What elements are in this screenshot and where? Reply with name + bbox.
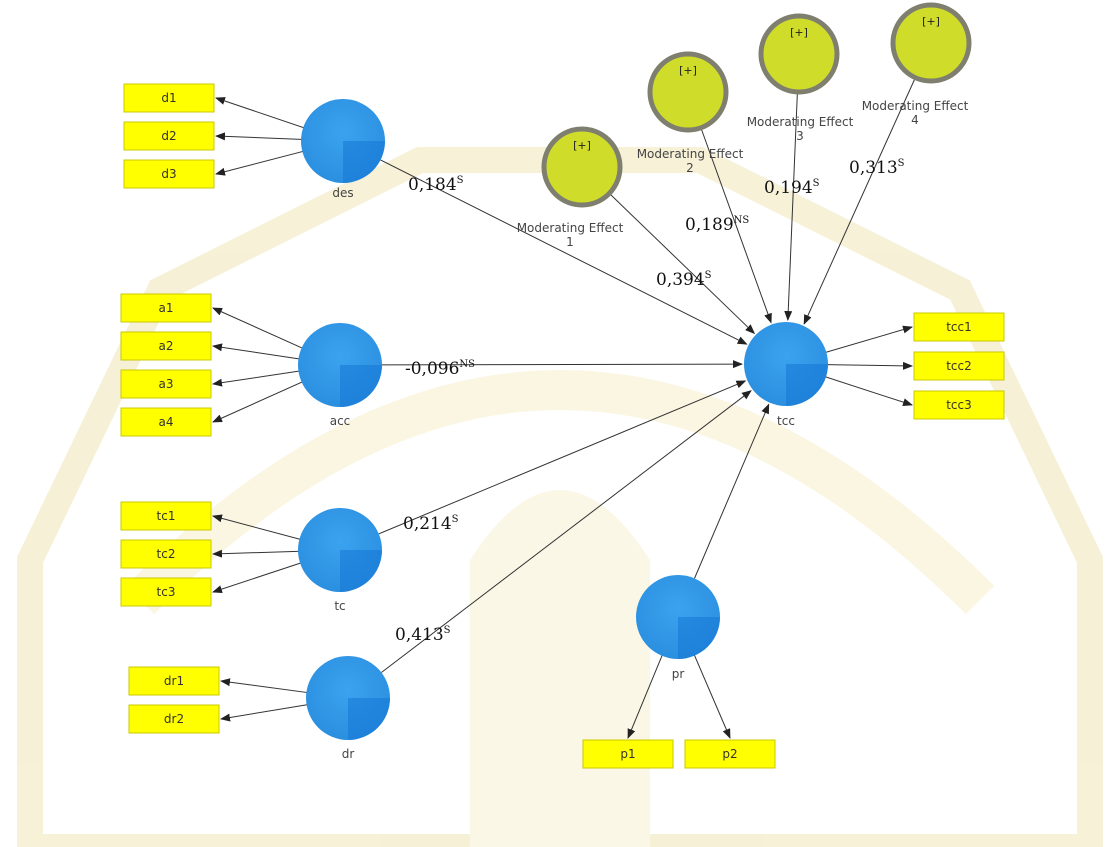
indicator-box-tc2[interactable]: tc2 [120,539,212,569]
indicator-box-d1[interactable]: d1 [123,83,215,113]
indicator-box-a4[interactable]: a4 [120,407,212,437]
indicator-box-a1[interactable]: a1 [120,293,212,323]
indicator-label: p1 [620,747,635,761]
significance-mark-me4: S [898,158,905,169]
moderator-number-me1: 1 [566,235,574,249]
indicator-box-a2[interactable]: a2 [120,331,212,361]
construct-node-acc[interactable] [298,323,382,407]
significance-mark-tc: S [452,514,459,525]
construct-node-pr[interactable] [636,575,720,659]
indicator-label: tcc1 [946,320,972,334]
model-nodes: [+][+][+][+]d1d2d3a1a2a3a4tc1tc2tc3dr1dr… [120,2,1005,769]
model-labels: 0,184S -0,096NS 0,214S 0,413S 0,394S 0,189NS 0… [330,99,969,761]
path-coefficient-des: 0,184S [408,175,464,195]
indicator-box-dr2[interactable]: dr2 [128,704,220,734]
indicator-arrow-a4 [212,374,320,423]
moderator-label-me1: Moderating Effect [517,221,624,235]
construct-node-des[interactable] [301,99,385,183]
indicator-label: d2 [161,129,176,143]
path-arrow-me2-tcc [700,127,772,324]
indicator-label: tcc3 [946,398,972,412]
indicator-label: a2 [159,339,174,353]
moderator-label-me2: Moderating Effect [637,147,744,161]
indicator-box-tcc1[interactable]: tcc1 [913,312,1005,342]
indicator-label: p2 [722,747,737,761]
indicator-box-a3[interactable]: a3 [120,369,212,399]
path-arrow-dr-tcc [381,390,752,673]
significance-mark-acc: NS [459,359,475,370]
significance-mark-me2: NS [734,215,750,226]
indicator-label: tc2 [157,547,176,561]
moderator-node-me1[interactable]: [+] [541,126,623,208]
path-arrow-tc-tcc [378,380,747,535]
construct-label-tcc: tcc [777,414,795,428]
indicator-label: d1 [161,91,176,105]
indicator-label: d3 [161,167,176,181]
moderator-number-me3: 3 [796,129,804,143]
path-coefficient-dr: 0,413S [395,625,451,645]
indicator-label: tc1 [157,509,176,523]
indicator-box-tcc3[interactable]: tcc3 [913,390,1005,420]
moderator-label-me4: Moderating Effect [862,99,969,113]
indicator-box-tc3[interactable]: tc3 [120,577,212,607]
indicator-label: a4 [159,415,174,429]
construct-node-tc[interactable] [298,508,382,592]
path-arrow-me3-tcc [784,91,798,322]
path-coefficient-tc: 0,214S [403,514,459,534]
moderator-number-me2: 2 [686,161,694,175]
construct-label-acc: acc [330,414,351,428]
significance-mark-des: S [457,175,464,186]
significance-mark-me1: S [705,270,712,281]
expand-icon: [+] [679,64,697,77]
path-arrow-acc-tcc [381,360,744,369]
path-coefficient-me1: 0,394S [656,270,712,290]
indicator-box-p1[interactable]: p1 [582,739,674,769]
indicator-box-d2[interactable]: d2 [123,121,215,151]
expand-icon: [+] [790,26,808,39]
indicator-label: dr1 [164,674,184,688]
moderator-node-me4[interactable]: [+] [890,2,972,84]
indicator-arrow-a1 [212,307,320,356]
construct-node-dr[interactable] [306,656,390,740]
path-arrow-me1-tcc [608,193,756,335]
path-arrow-des-tcc [380,159,748,345]
construct-label-dr: dr [342,747,355,761]
indicator-label: a3 [159,377,174,391]
indicator-box-p2[interactable]: p2 [684,739,776,769]
indicator-label: tcc2 [946,359,972,373]
indicator-label: tc3 [157,585,176,599]
moderator-number-me4: 4 [911,113,919,127]
path-coefficient-acc: -0,096NS [405,359,475,379]
construct-label-tc: tc [334,599,345,613]
path-arrow-pr-tcc [694,403,770,579]
construct-node-tcc[interactable] [744,322,828,406]
construct-label-pr: pr [672,667,685,681]
path-coefficient-me3: 0,194S [764,178,820,198]
significance-mark-me3: S [813,178,820,189]
indicator-box-tc1[interactable]: tc1 [120,501,212,531]
indicator-label: dr2 [164,712,184,726]
expand-icon: [+] [573,139,591,152]
expand-icon: [+] [922,15,940,28]
moderator-node-me2[interactable]: [+] [647,51,729,133]
construct-label-des: des [332,186,353,200]
significance-mark-dr: S [444,625,451,636]
moderator-node-me3[interactable]: [+] [758,13,840,95]
indicator-box-dr1[interactable]: dr1 [128,666,220,696]
indicator-label: a1 [159,301,174,315]
path-coefficient-me4: 0,313S [849,158,905,178]
path-arrow-me4-tcc [803,77,916,325]
indicator-box-d3[interactable]: d3 [123,159,215,189]
path-coefficient-me2: 0,189NS [685,215,749,235]
moderator-label-me3: Moderating Effect [747,115,854,129]
indicator-box-tcc2[interactable]: tcc2 [913,351,1005,381]
